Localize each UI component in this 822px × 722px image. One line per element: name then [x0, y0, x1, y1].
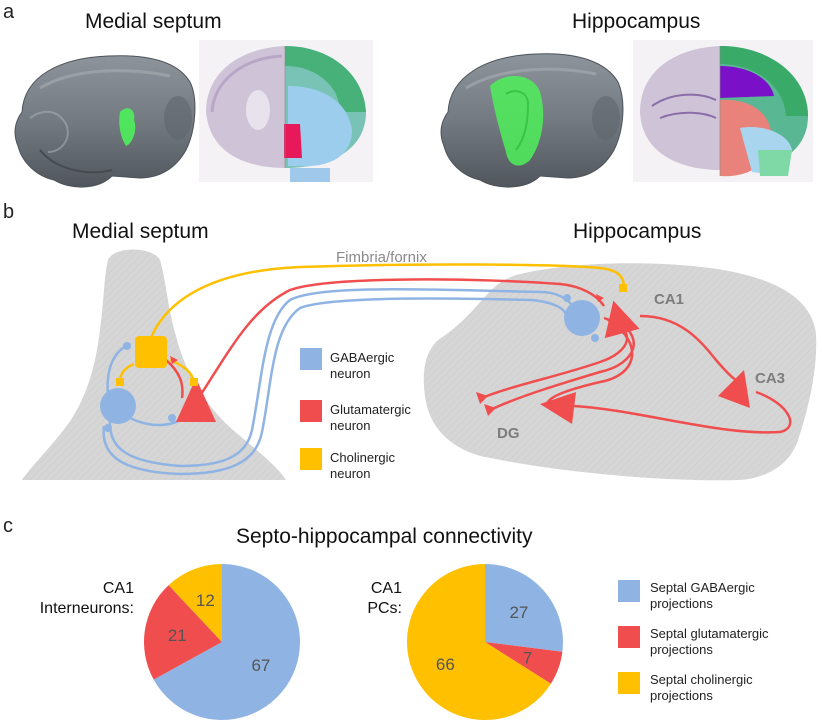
- panel-c-label: c: [3, 515, 13, 537]
- panel-b-left-title: Medial septum: [72, 220, 209, 243]
- panel-c-title: Septo-hippocampal connectivity: [236, 525, 533, 548]
- legend-gaba-line1: GABAergic: [330, 350, 395, 365]
- brain-3d-septum-image: [14, 55, 196, 188]
- legend-glut-line2: neuron: [330, 418, 370, 433]
- panel-b-right-title: Hippocampus: [573, 220, 701, 243]
- ca1-label: CA1: [654, 291, 684, 308]
- glutamatergic-neuron-shape: [176, 378, 216, 422]
- ca3-pyramidal-shape: [718, 370, 750, 408]
- hippocampus-neurons: [476, 284, 750, 424]
- pie2-slice-gabaergic: [485, 564, 563, 652]
- legend-glut-swatch: [300, 400, 322, 422]
- legend-c-gaba-line2: projections: [650, 596, 713, 611]
- ca1-pyramidal-shape: [604, 300, 640, 339]
- legend-chol-line1: Cholinergic: [330, 450, 396, 465]
- panel-a-left-title: Medial septum: [85, 10, 222, 33]
- pie2-value-label-glutamatergic: 7: [523, 648, 532, 667]
- legend-c-glut-line2: projections: [650, 642, 713, 657]
- legend-chol-swatch: [300, 448, 322, 470]
- panel-b: b Medial septum Hippocampus Fimbria/forn…: [3, 201, 817, 481]
- legend-c-chol-swatch: [618, 672, 640, 694]
- gabaergic-neuron-shape: [100, 388, 136, 424]
- atlas-section-septum-image: [199, 40, 373, 182]
- pie2-slice-cholinergic: [407, 564, 551, 720]
- pie1-value-label-cholinergic: 12: [196, 591, 215, 610]
- pie1-slice-glutamatergic: [144, 585, 222, 680]
- panel-c: c Septo-hippocampal connectivity CA1 Int…: [3, 515, 769, 720]
- fimbria-fornix-label: Fimbria/fornix: [336, 249, 427, 266]
- dg-label: DG: [497, 425, 520, 442]
- ca3-label: CA3: [755, 370, 785, 387]
- glutamatergic-projection: [165, 278, 606, 403]
- pie-chart-ca1-pcs: 27 7 66: [407, 564, 563, 720]
- pie1-value-label-gabaergic: 67: [251, 656, 270, 675]
- pie1-value-label-glutamatergic: 21: [168, 626, 187, 645]
- pie-chart-ca1-interneurons: 67 21 12: [144, 564, 301, 720]
- legend-c-gaba-swatch: [618, 580, 640, 602]
- legend-glut-line1: Glutamatergic: [330, 402, 411, 417]
- panel-b-label: b: [3, 201, 14, 223]
- pie2-value-label-cholinergic: 66: [436, 655, 455, 674]
- pie2-value-label-gabaergic: 27: [509, 603, 528, 622]
- hippocampus-region-shape: [423, 263, 817, 481]
- legend-c-chol-line1: Septal cholinergic: [650, 672, 753, 687]
- ca1-interneuron-shape: [564, 300, 600, 336]
- dg-granule-shape: [540, 392, 576, 424]
- atlas-section-hippocampus-image: [633, 40, 813, 182]
- legend-c-glut-swatch: [618, 626, 640, 648]
- legend-chol-line2: neuron: [330, 466, 370, 481]
- panel-b-legend: GABAergic neuron Glutamatergic neuron Ch…: [300, 348, 411, 481]
- legend-c-glut-line1: Septal glutamatergic: [650, 626, 769, 641]
- pie1-slice-cholinergic: [168, 564, 222, 642]
- legend-c-gaba-line1: Septal GABAergic: [650, 580, 755, 595]
- pie2-slice-glutamatergic: [485, 642, 563, 684]
- panel-c-legend: Septal GABAergic projections Septal glut…: [618, 580, 769, 703]
- cholinergic-neuron-shape: [135, 336, 167, 368]
- panel-a-right-title: Hippocampus: [572, 10, 700, 33]
- pie1-slice-gabaergic: [153, 564, 301, 720]
- brain-3d-hippocampus-image: [440, 53, 624, 188]
- pie1-label-line2: Interneurons:: [40, 600, 134, 617]
- panel-a-label: a: [3, 1, 15, 23]
- legend-c-chol-line2: projections: [650, 688, 713, 703]
- septum-neurons: [100, 336, 216, 432]
- pie1-label-line1: CA1: [103, 580, 134, 597]
- panel-a: a Medial septum Hippocampus: [3, 1, 813, 188]
- legend-gaba-line2: neuron: [330, 366, 370, 381]
- legend-gaba-swatch: [300, 348, 322, 370]
- pie2-label-line2: PCs:: [367, 600, 402, 617]
- pie2-label-line1: CA1: [371, 580, 402, 597]
